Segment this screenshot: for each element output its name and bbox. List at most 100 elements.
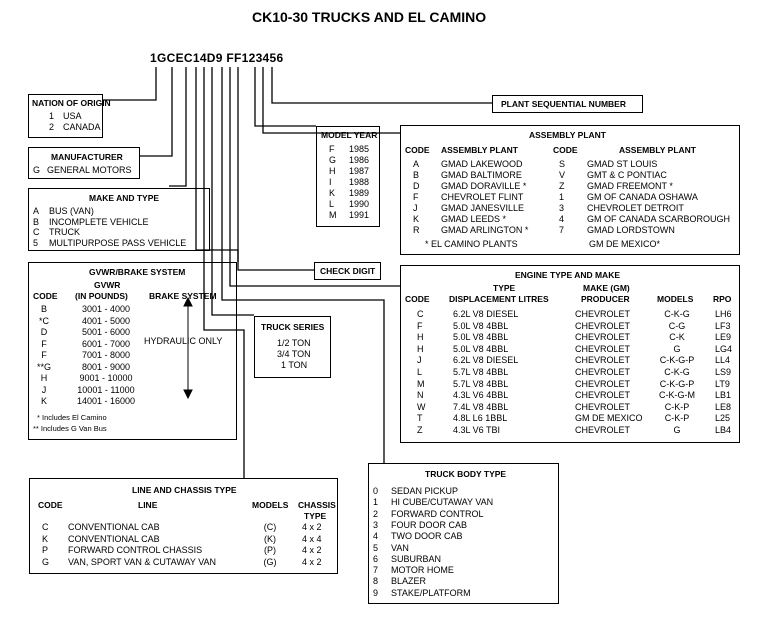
gvwr-row: 9001 - 10000 [79, 373, 133, 383]
line-chassis-row: (P) [264, 545, 276, 555]
body-type-row: 2 [373, 508, 379, 519]
engine-h-code: CODE [405, 294, 430, 304]
model-year-row: M [329, 210, 337, 220]
truck-series-item: 1 TON [281, 360, 308, 370]
check-digit-label: CHECK DIGIT [320, 266, 376, 276]
assembly-row: GM OF CANADA OSHAWA [587, 192, 698, 202]
engine-row: 7.4L V8 4BBL [453, 401, 509, 412]
make-type-row: 5 [33, 237, 39, 248]
engine-row: LB4 [715, 425, 732, 435]
engine-h-type: TYPE [493, 283, 516, 293]
body-type-row: SUBURBAN [391, 553, 442, 564]
body-type-row: HI CUBE/CUTAWAY VAN [391, 497, 494, 508]
engine-row: F [417, 320, 423, 331]
truck-series-item: 3/4 TON [277, 349, 311, 359]
body-type-row: TWO DOOR CAB [391, 531, 463, 542]
engine-row: 5.0L V8 4BBL [453, 343, 509, 354]
assembly-col-plant: ASSEMBLY PLANT [441, 145, 518, 155]
body-type-row: 1 [373, 497, 379, 508]
body-type-row: 5 [373, 542, 379, 553]
model-year-row: 1990 [349, 199, 370, 209]
engine-row: H [417, 332, 424, 343]
engine-row: LF3 [715, 320, 731, 331]
engine-row: C-K-G-P [659, 355, 695, 366]
body-type-row: 3 [373, 519, 379, 530]
assembly-title: ASSEMBLY PLANT [529, 130, 606, 140]
engine-row: 6.2L V8 DIESEL [453, 355, 519, 366]
body-type-row: BLAZER [391, 576, 427, 587]
line-chassis-box: LINE AND CHASSIS TYPE CODE LINE MODELS C… [29, 478, 338, 574]
body-type-row: MOTOR HOME [391, 565, 454, 576]
gvwr-row: H [40, 373, 48, 383]
engine-row: CHEVROLET [575, 332, 631, 343]
line-chassis-row: P [42, 545, 49, 555]
line-chassis-row: K [42, 533, 49, 544]
engine-row: LE9 [715, 332, 732, 343]
engine-row: CHEVROLET [575, 309, 631, 319]
assembly-row: 7 [559, 225, 565, 235]
make-type-row: INCOMPLETE VEHICLE [49, 216, 149, 227]
gvwr-col-code: CODE [33, 291, 58, 301]
body-type-row: 6 [373, 553, 379, 564]
gvwr-row: 6001 - 7000 [81, 338, 131, 349]
manufacturer-title: MANUFACTURER [51, 152, 123, 162]
make-type-row: BUS (VAN) [49, 206, 94, 216]
engine-row: Z [417, 425, 423, 435]
vin-code: 1GCEC14D9 FF123456 [150, 51, 284, 65]
model-year-row: 1989 [349, 188, 370, 198]
model-year-row: K [329, 188, 336, 198]
engine-row: T [417, 413, 423, 424]
assembly-row: S [559, 159, 566, 169]
body-type-row: 9 [373, 587, 379, 598]
manufacturer-box: MANUFACTURER G GENERAL MOTORS [28, 147, 140, 179]
model-year-row: 1985 [349, 144, 370, 154]
gvwr-row: F [41, 338, 47, 349]
nation-name: USA [63, 111, 82, 121]
engine-row: C-K [669, 332, 685, 343]
engine-row: GM DE MEXICO [575, 413, 643, 424]
engine-row: W [417, 401, 426, 412]
assembly-row: GMAD DORAVILLE * [441, 181, 527, 191]
manufacturer-code: G [33, 165, 41, 175]
model-year-row: 1986 [349, 155, 370, 165]
plant-sequential-box: PLANT SEQUENTIAL NUMBER [492, 95, 643, 113]
gvwr-row: B [40, 304, 47, 314]
model-year-row: 1988 [349, 177, 370, 187]
make-type-title: MAKE AND TYPE [89, 193, 160, 203]
assembly-row: GMAD ST LOUIS [587, 159, 658, 169]
nation-of-origin-box: NATION OF ORIGIN 1 USA 2 CANADA [28, 94, 111, 138]
assembly-note-right: GM DE MEXICO* [589, 239, 661, 249]
engine-row: H [417, 343, 424, 354]
engine-row: G [673, 425, 681, 435]
engine-row: CHEVROLET [575, 343, 631, 354]
gvwr-row: **G [36, 361, 51, 372]
engine-h-rpo: RPO [713, 294, 732, 304]
model-year-row: G [329, 155, 337, 165]
engine-row: G [673, 343, 681, 354]
engine-row: C-K-G-M [659, 390, 695, 401]
lc-h-line: LINE [138, 500, 158, 510]
body-type-row: FORWARD CONTROL [391, 508, 484, 519]
engine-row: CHEVROLET [575, 401, 631, 412]
line-chassis-title: LINE AND CHASSIS TYPE [132, 485, 237, 495]
gvwr-title: GVWR/BRAKE SYSTEM [89, 267, 186, 277]
lc-h-models: MODELS [252, 500, 289, 510]
model-year-row: 1987 [349, 166, 370, 176]
assembly-row: 3 [559, 203, 565, 213]
gvwr-row: 8001 - 9000 [81, 361, 131, 372]
engine-row: C-K-P [664, 401, 690, 412]
gvwr-col-gvwr: GVWR [94, 280, 121, 290]
line-chassis-row: G [42, 556, 50, 567]
nation-title: NATION OF ORIGIN [32, 98, 111, 108]
engine-row: CHEVROLET [575, 367, 631, 377]
body-type-row: 0 [373, 486, 379, 496]
body-type-row: STAKE/PLATFORM [391, 587, 471, 598]
model-year-row: F [329, 144, 335, 154]
model-year-row: H [329, 166, 336, 176]
model-year-row: 1991 [349, 210, 370, 220]
assembly-col-code: CODE [553, 145, 578, 155]
line-chassis-row: VAN, SPORT VAN & CUTAWAY VAN [68, 556, 217, 567]
nation-code: 1 [49, 111, 55, 121]
lc-h-type: TYPE [304, 511, 327, 521]
